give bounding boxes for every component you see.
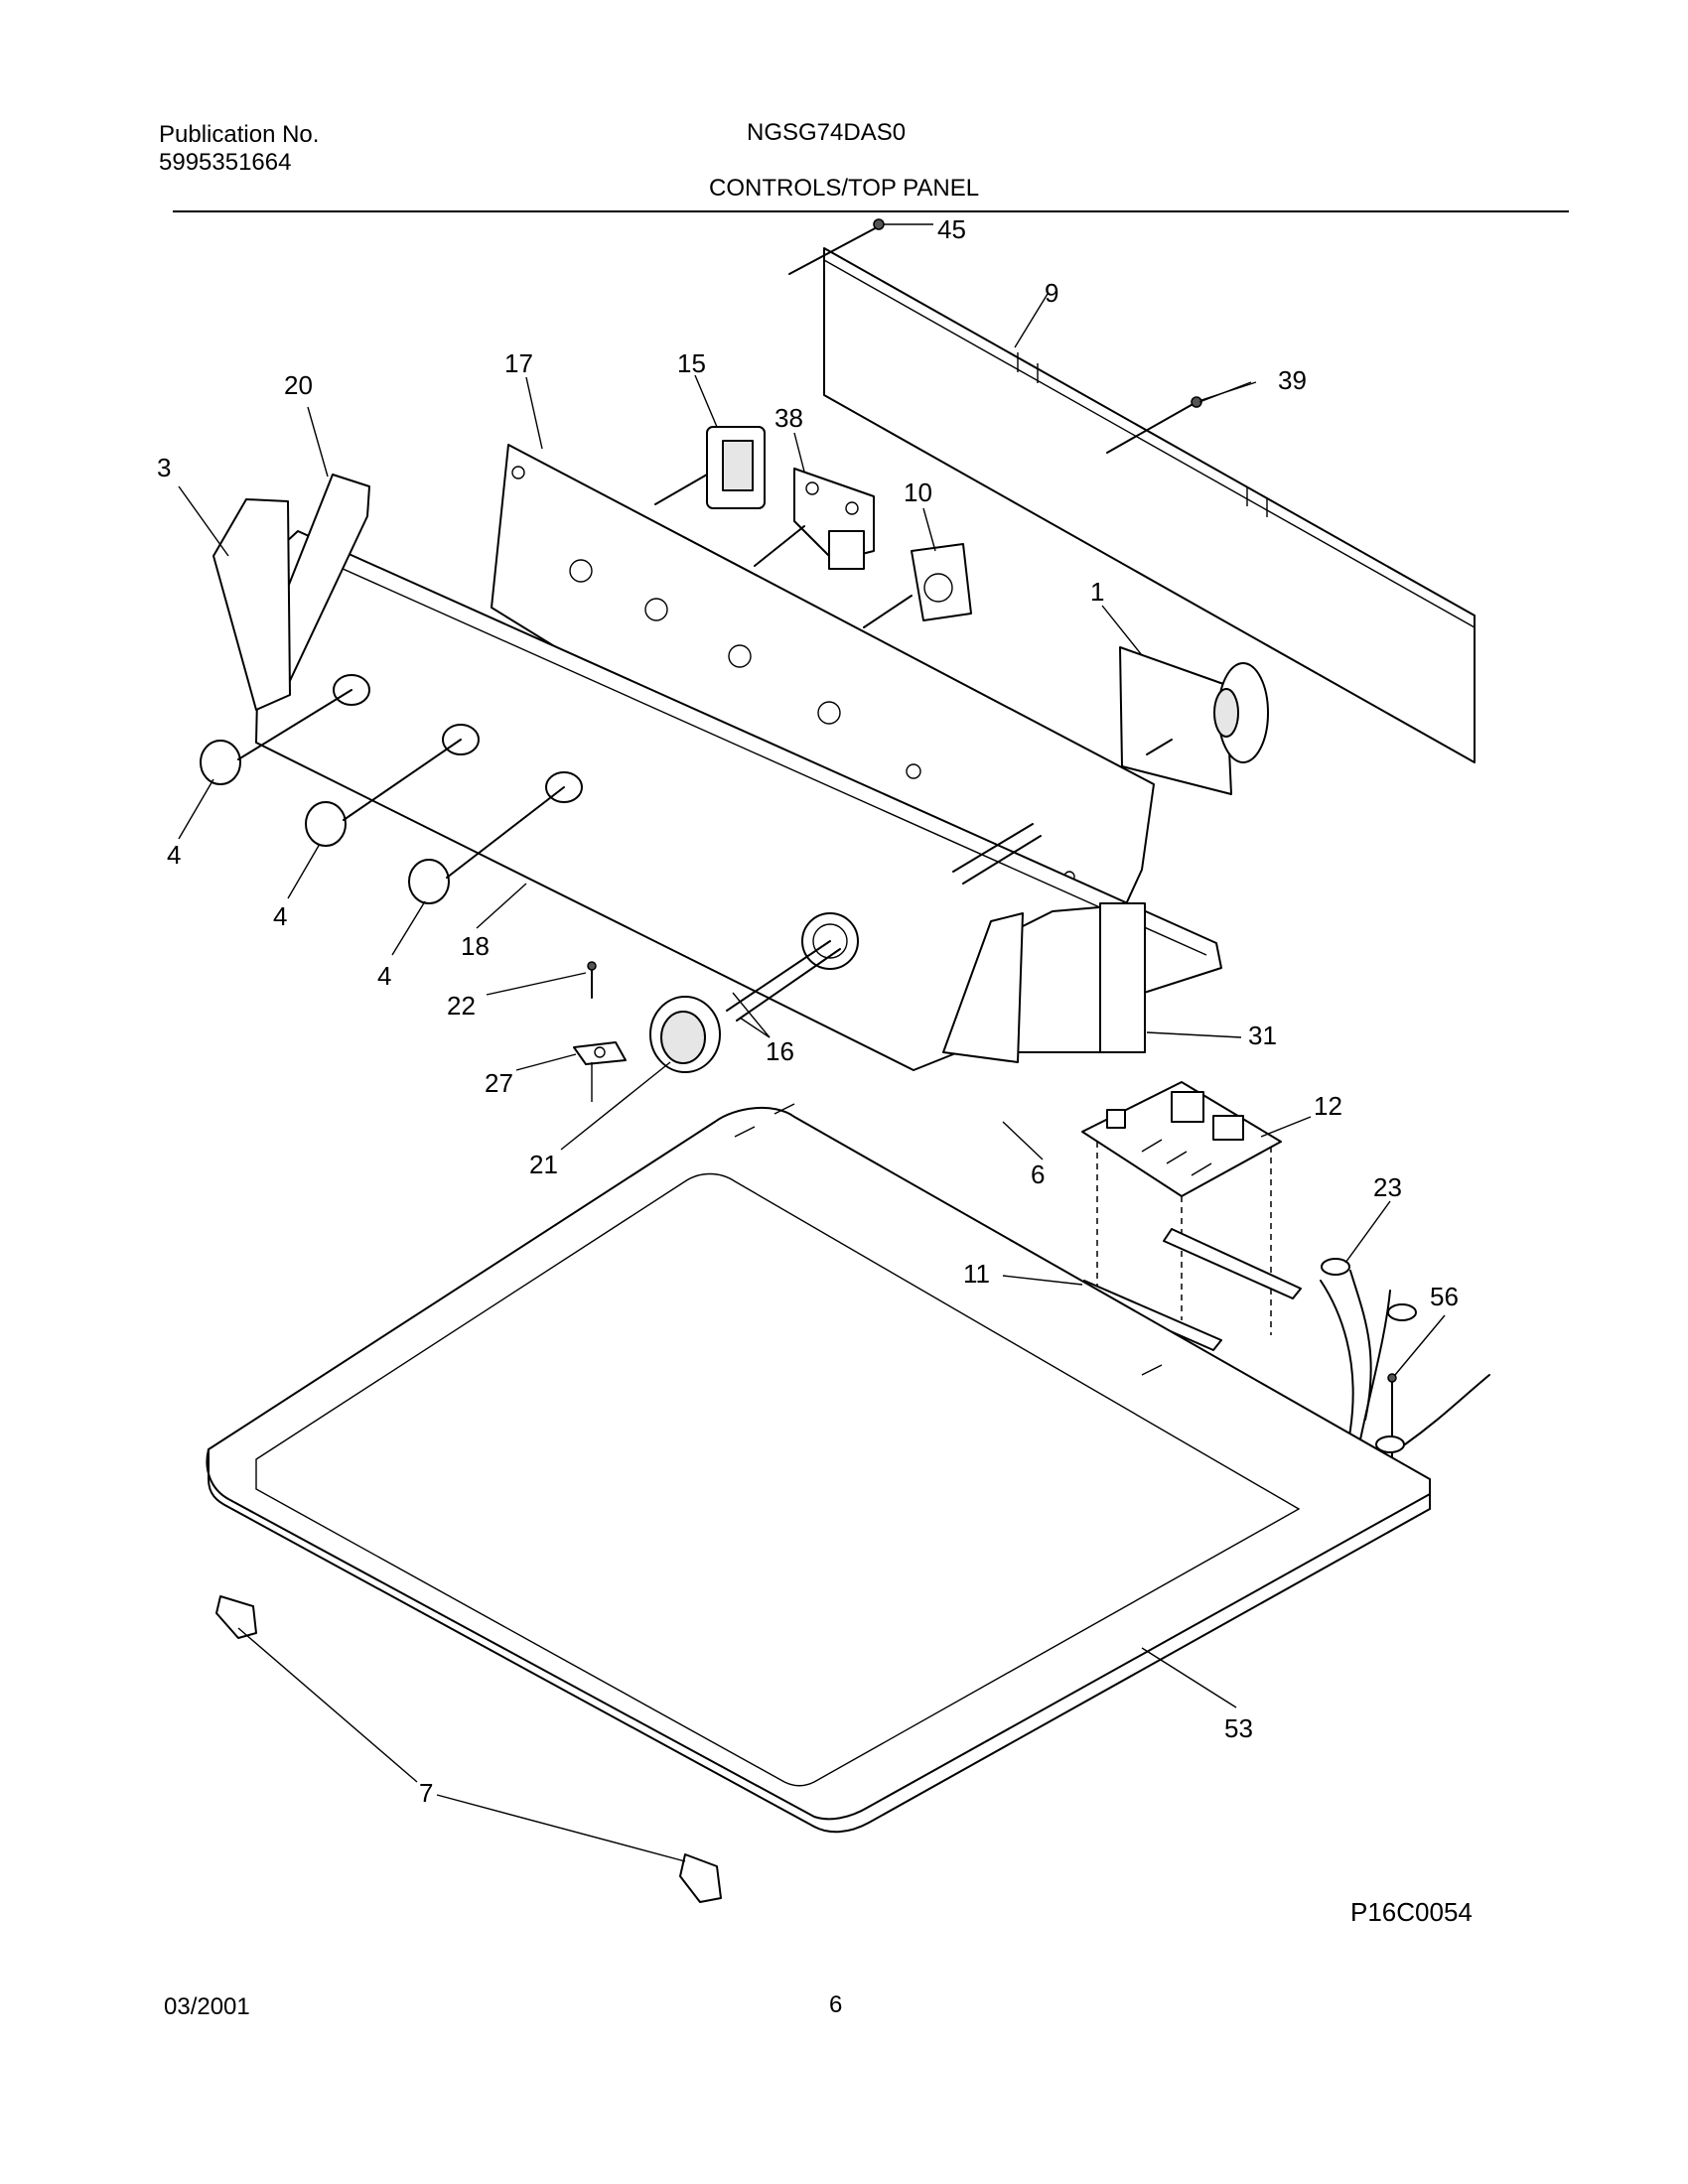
leader-10	[922, 507, 936, 552]
bracket-27-part	[573, 1041, 627, 1102]
clip-7a-part	[215, 1595, 257, 1639]
page-number: 6	[829, 1991, 843, 2018]
publication-label: Publication No.	[159, 121, 320, 148]
callout-12: 12	[1314, 1091, 1342, 1121]
leader-39	[1198, 381, 1252, 403]
callout-39: 39	[1278, 365, 1307, 395]
callout-16: 16	[766, 1036, 794, 1066]
callout-22: 22	[447, 991, 476, 1021]
callout-31: 31	[1248, 1021, 1277, 1050]
leader-20	[307, 406, 329, 478]
switch-38-part	[754, 468, 875, 570]
callout-4b: 4	[273, 901, 287, 931]
leader-16b	[732, 992, 771, 1038]
leader-23	[1344, 1200, 1391, 1264]
leader-9	[1014, 293, 1049, 348]
end-cap-right-part	[942, 902, 1146, 1063]
leader-16a	[739, 1017, 771, 1038]
callout-11: 11	[963, 1259, 990, 1289]
diagram-code: P16C0054	[1350, 1897, 1473, 1927]
leader-15	[694, 374, 718, 428]
callout-38: 38	[774, 403, 803, 433]
leader-7a	[237, 1627, 418, 1783]
leader-3	[178, 485, 229, 557]
leader-4b	[287, 843, 321, 899]
leader-1	[1101, 605, 1143, 656]
callout-10: 10	[904, 478, 932, 507]
footer-date: 03/2001	[164, 1993, 250, 2020]
callout-9: 9	[1045, 278, 1058, 308]
leader-53	[1141, 1647, 1237, 1708]
callout-53: 53	[1224, 1713, 1253, 1743]
model-number: NGSG74DAS0	[747, 119, 907, 146]
callout-labels: 45 9 39 17 15 38 10 1 20 3 4 4 4 18 22 2…	[157, 214, 1459, 1808]
leader-7b	[436, 1794, 686, 1862]
callout-27: 27	[485, 1068, 513, 1098]
rear-panel-part	[823, 247, 1476, 763]
callout-15: 15	[677, 348, 706, 378]
leader-56	[1394, 1314, 1446, 1376]
knob-4c-part	[408, 786, 565, 904]
timer-1-part	[1119, 646, 1269, 795]
leader-21	[560, 1061, 671, 1151]
callout-4c: 4	[377, 961, 391, 991]
knob-4a-part	[200, 689, 352, 785]
callout-3: 3	[157, 453, 171, 482]
callout-18: 18	[461, 931, 490, 961]
screw-45-part	[788, 218, 933, 275]
leader-11	[1002, 1275, 1083, 1286]
control-board-12-part	[1081, 1081, 1282, 1197]
leader-38	[793, 432, 805, 473]
leader-4c	[391, 900, 426, 956]
publication-number: 5995351664	[159, 149, 292, 176]
leader-18	[476, 883, 527, 929]
top-panel-53-part	[206, 1103, 1431, 1834]
knob-21-part	[649, 996, 721, 1073]
end-cap-left-part	[212, 474, 370, 711]
header-rule	[173, 210, 1569, 212]
callout-45: 45	[937, 214, 966, 244]
leader-6	[1002, 1121, 1044, 1160]
callout-4a: 4	[167, 840, 181, 870]
callout-6: 6	[1031, 1160, 1045, 1189]
clip-7b-part	[679, 1853, 722, 1903]
screw-22-part	[587, 961, 597, 999]
callout-1: 1	[1090, 577, 1104, 607]
callout-20: 20	[284, 370, 313, 400]
callout-23: 23	[1373, 1172, 1402, 1202]
leader-22	[486, 972, 587, 996]
leader-4a	[178, 778, 214, 840]
relay-10-part	[863, 543, 972, 628]
callout-17: 17	[504, 348, 533, 378]
callout-7: 7	[419, 1778, 433, 1808]
switch-15-part	[654, 426, 766, 509]
callout-21: 21	[529, 1150, 558, 1179]
leader-31	[1146, 1031, 1242, 1038]
leader-17	[525, 376, 543, 450]
shaft-16-part	[726, 940, 841, 1022]
section-title: CONTROLS/TOP PANEL	[709, 175, 980, 202]
knob-4b-part	[305, 739, 462, 847]
callout-56: 56	[1430, 1282, 1459, 1311]
bracket-rod	[952, 823, 1042, 885]
leader-27	[515, 1053, 577, 1071]
leader-12	[1260, 1116, 1312, 1138]
